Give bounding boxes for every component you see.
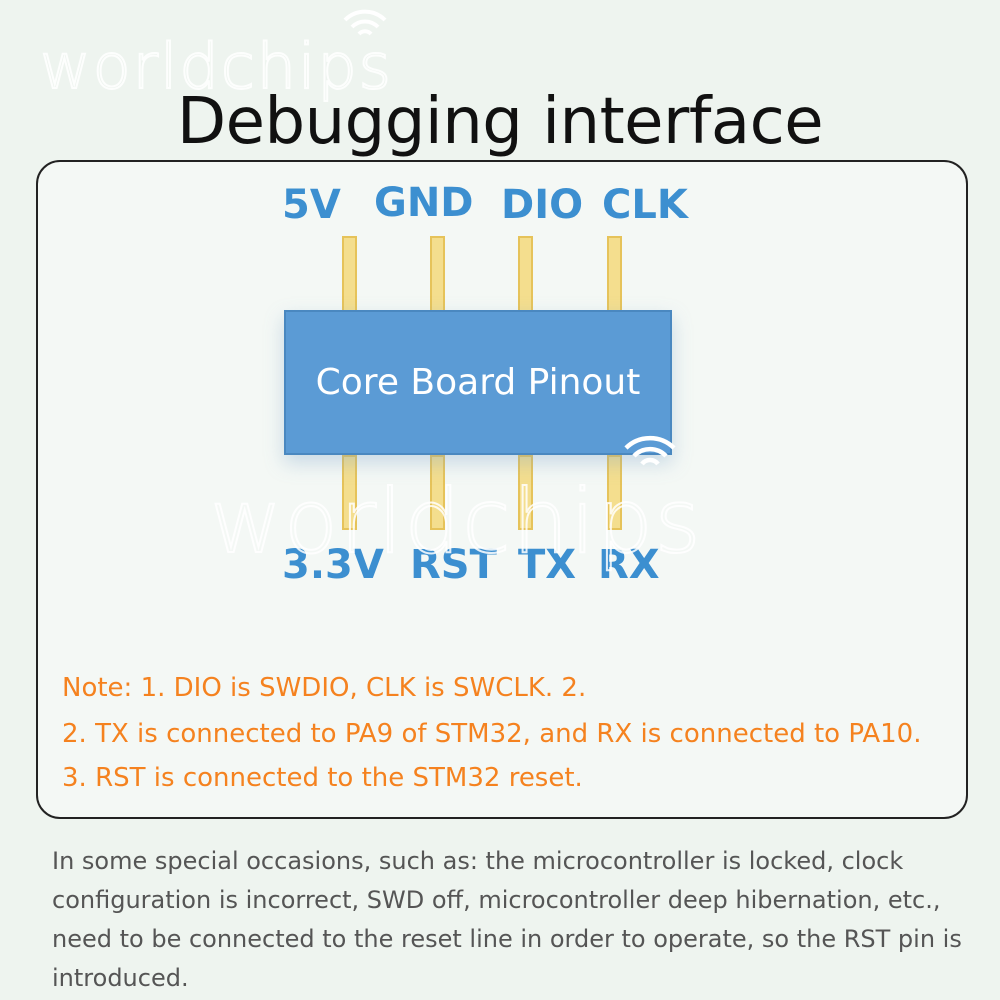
note-line-3: 3. RST is connected to the STM32 reset. [62,763,583,793]
pin-label-tx: TX [518,542,577,588]
pin-label-clk: CLK [602,182,688,228]
pin-rst [430,455,445,530]
pin-tx [518,455,533,530]
wifi-watermark-icon-center [624,435,676,466]
pin-label-dio: DIO [501,182,584,228]
pin-label-rst: RST [410,542,497,588]
pin-label-3v3: 3.3V [282,542,384,588]
core-board-chip: Core Board Pinout [284,310,672,455]
pin-5v [342,236,357,316]
pin-gnd [430,236,445,316]
pin-label-rx: RX [598,542,660,588]
page-title: Debugging interface [176,84,824,159]
diagram-panel [36,160,968,819]
pin-dio [518,236,533,316]
pin-label-5v: 5V [282,182,341,228]
pin-label-gnd: GND [374,180,474,226]
wifi-watermark-icon [343,9,387,36]
pin-rx [607,455,622,530]
note-line-2: 2. TX is connected to PA9 of STM32, and … [62,719,922,749]
note-line-1: Note: 1. DIO is SWDIO, CLK is SWCLK. 2. [62,673,587,703]
pin-3v3 [342,455,357,530]
chip-label: Core Board Pinout [315,362,641,403]
footer-description: In some special occasions, such as: the … [52,847,962,992]
pin-clk [607,236,622,316]
